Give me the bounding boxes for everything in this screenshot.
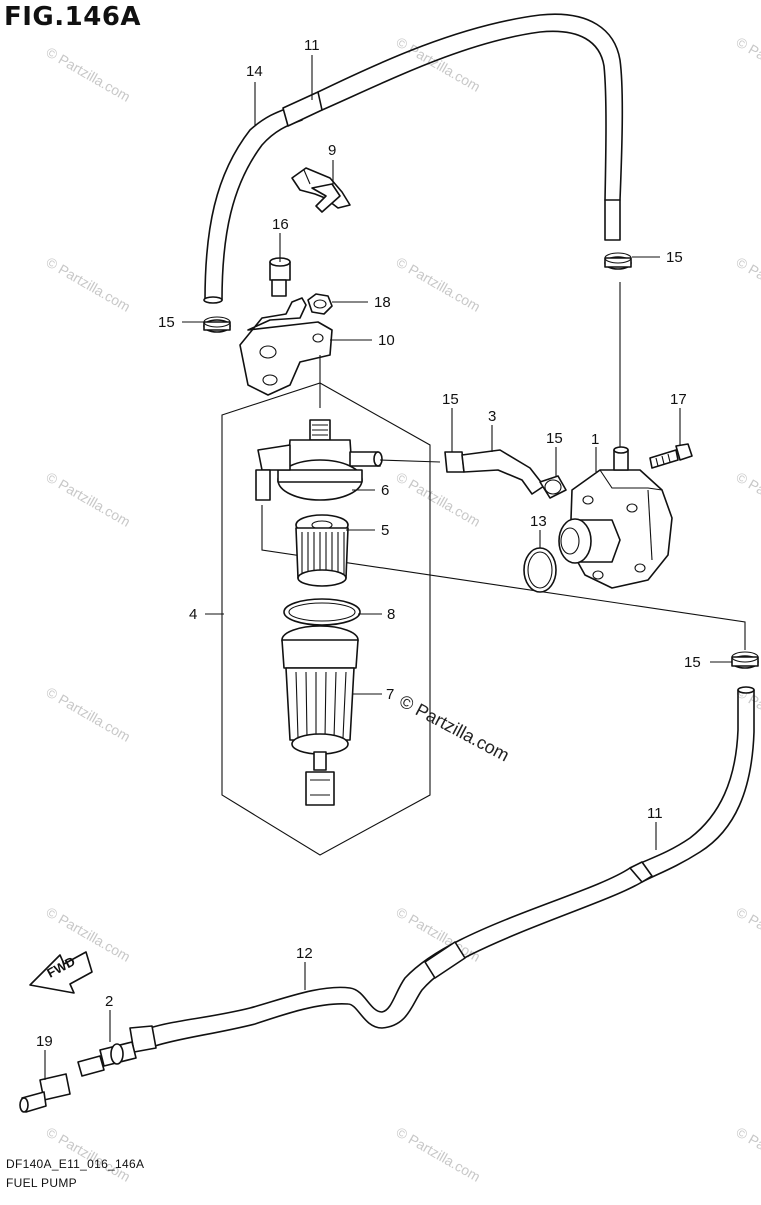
callout-7[interactable]: 7: [386, 686, 394, 703]
watermark: © Partzilla.com: [44, 904, 134, 965]
hose-clamp[interactable]: [204, 317, 230, 332]
callout-10[interactable]: 10: [378, 332, 395, 349]
callout-11[interactable]: 11: [647, 805, 663, 822]
watermark: © Partzilla.com: [734, 1124, 761, 1185]
callout-15[interactable]: 15: [158, 314, 175, 331]
watermark: © Partzilla.com: [44, 684, 134, 745]
callout-6[interactable]: 6: [381, 482, 389, 499]
figure-code: DF140A_E11_016_146A: [6, 1157, 144, 1171]
watermark-main: © Partzilla.com: [396, 691, 512, 766]
callout-12[interactable]: 12: [296, 945, 313, 962]
callout-15[interactable]: 15: [442, 391, 459, 408]
hose-clamp[interactable]: [732, 652, 758, 668]
watermark-layer: © Partzilla.com © Partzilla.com © Partzi…: [44, 34, 761, 1185]
callout-9[interactable]: 9: [328, 142, 336, 159]
filter-element[interactable]: [296, 515, 348, 586]
hose-clip[interactable]: [292, 168, 350, 212]
figure-title: FIG.146A: [4, 2, 141, 32]
callout-5[interactable]: 5: [381, 522, 389, 539]
pump-o-ring[interactable]: [524, 548, 556, 592]
watermark: © Partzilla.com: [734, 254, 761, 315]
watermark: © Partzilla.com: [734, 469, 761, 530]
hose-clamp[interactable]: [605, 253, 631, 269]
callout-17[interactable]: 17: [670, 391, 687, 408]
watermark: © Partzilla.com: [394, 34, 484, 95]
leader-line: [380, 460, 440, 462]
callout-15[interactable]: 15: [684, 654, 701, 671]
callout-16[interactable]: 16: [272, 216, 289, 233]
bolt[interactable]: [650, 444, 692, 468]
hose-clamp[interactable]: [540, 476, 566, 498]
callout-4[interactable]: 4: [189, 606, 197, 623]
hose-connector[interactable]: [78, 1042, 136, 1076]
watermark: © Partzilla.com: [734, 34, 761, 95]
callout-15[interactable]: 15: [546, 430, 563, 447]
grommet[interactable]: [270, 258, 290, 296]
callout-2[interactable]: 2: [105, 993, 113, 1010]
figure-name: FUEL PUMP: [6, 1176, 77, 1190]
watermark: © Partzilla.com: [44, 44, 134, 105]
callout-14[interactable]: 14: [246, 63, 263, 80]
o-ring[interactable]: [284, 599, 360, 625]
callout-1[interactable]: 1: [591, 431, 599, 448]
callout-19[interactable]: 19: [36, 1033, 53, 1050]
callout-18[interactable]: 18: [374, 294, 391, 311]
watermark: © Partzilla.com: [734, 904, 761, 965]
callout-8[interactable]: 8: [387, 606, 395, 623]
filter-cup[interactable]: [282, 626, 358, 805]
lower-fuel-hose[interactable]: [130, 687, 754, 1052]
callout-13[interactable]: 13: [530, 513, 547, 530]
watermark: © Partzilla.com: [394, 469, 484, 530]
watermark: © Partzilla.com: [394, 1124, 484, 1185]
callout-15[interactable]: 15: [666, 249, 683, 266]
callout-3[interactable]: 3: [488, 408, 496, 425]
short-hose[interactable]: [445, 450, 544, 494]
watermark: © Partzilla.com: [394, 254, 484, 315]
fuel-pump[interactable]: [559, 447, 672, 588]
callout-11[interactable]: 11: [304, 37, 320, 54]
watermark: © Partzilla.com: [44, 469, 134, 530]
nut[interactable]: [308, 294, 332, 314]
watermark: © Partzilla.com: [44, 254, 134, 315]
fwd-arrow: FWD: [30, 952, 92, 993]
filter-head[interactable]: [256, 420, 382, 500]
